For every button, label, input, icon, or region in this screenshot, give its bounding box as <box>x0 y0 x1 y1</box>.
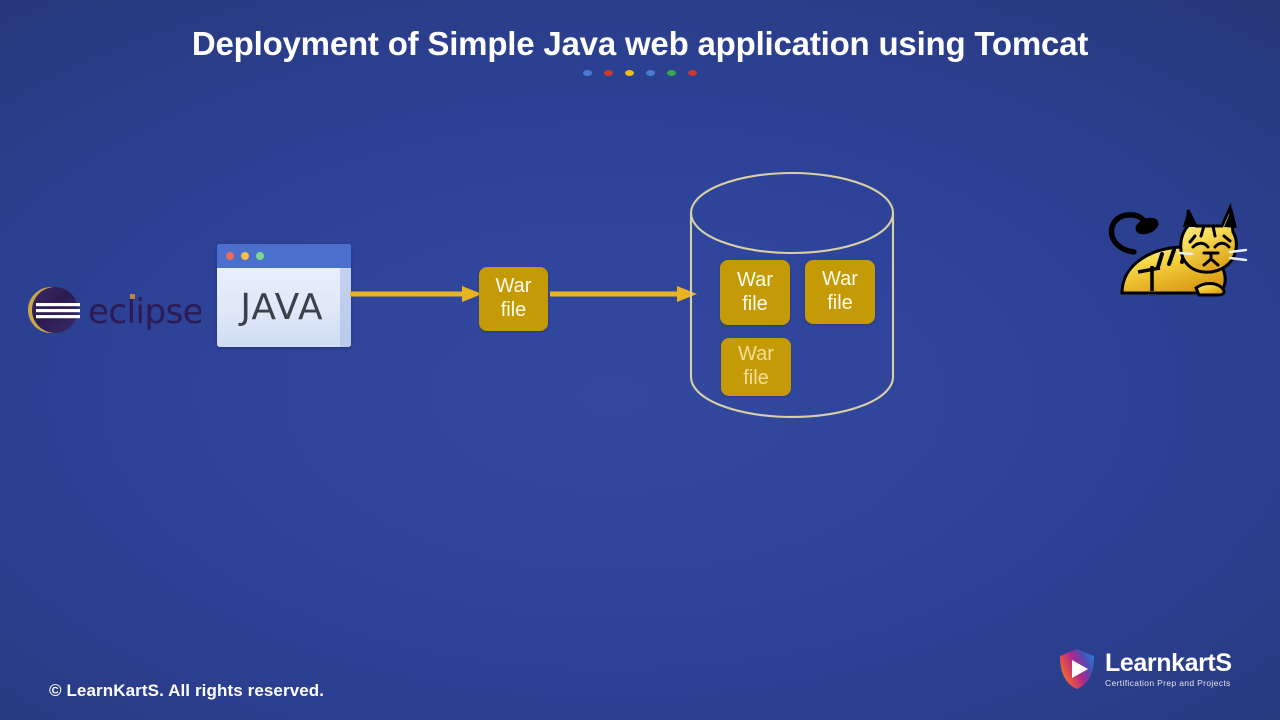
tomcat-eye-right <box>1213 241 1231 249</box>
traffic-light-green <box>256 252 264 260</box>
eclipse-wordmark-dot <box>130 294 135 299</box>
war-file-line-1: War <box>738 343 774 366</box>
browser-titlebar <box>217 244 351 268</box>
java-label: JAVA <box>240 287 324 328</box>
tomcat-eye-left <box>1191 241 1210 249</box>
brand-tagline: Certification Prep and Projects <box>1105 677 1231 688</box>
dot-green <box>667 70 676 77</box>
traffic-light-red <box>226 252 234 260</box>
arrow-java-to-war <box>350 286 482 302</box>
tomcat-head-stripes <box>1188 224 1232 244</box>
tomcat-tail-tip <box>1135 217 1159 235</box>
tomcat-ear-left <box>1183 210 1196 227</box>
brand-text-block: LearnkartS Certification Prep and Projec… <box>1105 648 1232 688</box>
cylinder-database-icon <box>689 171 895 419</box>
page-title: Deployment of Simple Java web applicatio… <box>191 25 1089 62</box>
title-block: Deployment of Simple Java web applicatio… <box>0 25 1280 77</box>
cylinder-top-ellipse <box>689 171 895 255</box>
brand-logo: LearnkartS Certification Prep and Projec… <box>1058 648 1232 690</box>
apache-tomcat-cat-icon <box>1108 202 1248 297</box>
traffic-light-yellow <box>241 252 249 260</box>
eclipse-stripes <box>36 303 80 319</box>
war-file-line-2: file <box>827 292 853 314</box>
title-dot-decoration <box>0 70 1280 77</box>
copyright-text: © LearnKartS. All rights reserved. <box>49 681 325 700</box>
tomcat-whiskers <box>1178 248 1248 262</box>
browser-window-icon: JAVA <box>217 244 351 347</box>
dot-blue-1 <box>583 70 592 77</box>
brand-name: LearnkartS <box>1105 648 1232 677</box>
war-file-line-1: War <box>495 275 532 298</box>
war-file-line-2: file <box>500 299 527 321</box>
eclipse-wordmark: eclipse <box>88 292 201 332</box>
eclipse-logo-icon: eclipse <box>28 287 201 333</box>
dot-blue-2 <box>646 70 655 77</box>
tomcat-mouth-right <box>1209 257 1220 267</box>
tomcat-head <box>1179 202 1238 274</box>
war-file-deployed-3: War file <box>721 338 791 396</box>
war-file-line-2: file <box>743 367 769 389</box>
war-file-deployed-2: War file <box>805 260 875 324</box>
arrow-war-to-database <box>550 286 697 302</box>
war-file-package: War file <box>479 267 548 331</box>
browser-content-area: JAVA <box>217 268 351 347</box>
dot-red-2 <box>688 70 697 77</box>
dot-red-1 <box>604 70 613 77</box>
tomcat-paw <box>1194 282 1226 297</box>
dot-yellow <box>625 70 634 77</box>
tomcat-ear-right <box>1224 208 1237 228</box>
tomcat-leg-line <box>1137 266 1161 274</box>
war-file-deployed-1: War file <box>720 260 790 325</box>
war-file-line-1: War <box>737 268 773 291</box>
war-file-line-1: War <box>822 268 858 291</box>
play-triangle <box>1072 660 1088 678</box>
learnkarts-shield-play-icon <box>1060 649 1094 689</box>
tomcat-mouth-left <box>1202 257 1213 267</box>
war-file-line-2: file <box>742 292 768 315</box>
